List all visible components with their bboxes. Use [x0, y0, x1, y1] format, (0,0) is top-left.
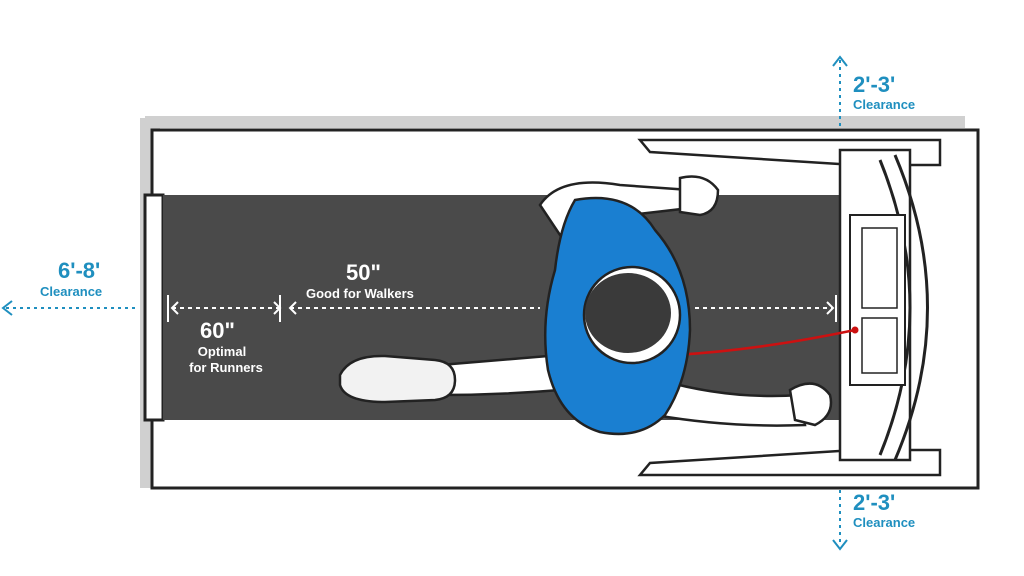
front-leg — [653, 378, 807, 427]
arrow-right-runner — [273, 301, 282, 315]
rear-clearance-caption: Clearance — [40, 284, 103, 299]
runner-length-value: 60" — [200, 318, 235, 343]
console-curve-outer — [893, 154, 929, 461]
walker-length-caption: Good for Walkers — [306, 286, 414, 301]
top-arrowhead — [832, 55, 848, 67]
console-screen — [861, 227, 898, 309]
rear-clearance-value: 6'-8' — [58, 258, 101, 283]
runner-hair — [585, 273, 671, 353]
console-screen-lower — [861, 317, 898, 374]
raised-hand — [678, 175, 720, 217]
rear-end-cap — [143, 193, 165, 422]
frame-shadow-top — [145, 116, 965, 128]
rear-arrowhead — [1, 300, 13, 316]
bottom-clearance-caption: Clearance — [853, 515, 916, 530]
top-clearance-caption: Clearance — [853, 97, 916, 112]
front-hand — [788, 382, 833, 427]
console-curve — [878, 159, 912, 456]
arrow-left-runner — [170, 301, 179, 315]
walker-length-value: 50" — [346, 260, 381, 285]
runner-caption-line2: for Runners — [189, 360, 263, 375]
bottom-clearance-value: 2'-3' — [853, 490, 896, 515]
arrow-right-walker — [826, 301, 835, 315]
safety-cord — [674, 328, 856, 357]
runner-figure — [338, 175, 833, 436]
shoe-icon — [338, 354, 457, 404]
runner-caption-line1: Optimal — [197, 344, 247, 359]
bottom-arrowhead — [832, 539, 848, 551]
arrow-left-walker — [288, 301, 297, 315]
top-clearance-value: 2'-3' — [853, 72, 896, 97]
